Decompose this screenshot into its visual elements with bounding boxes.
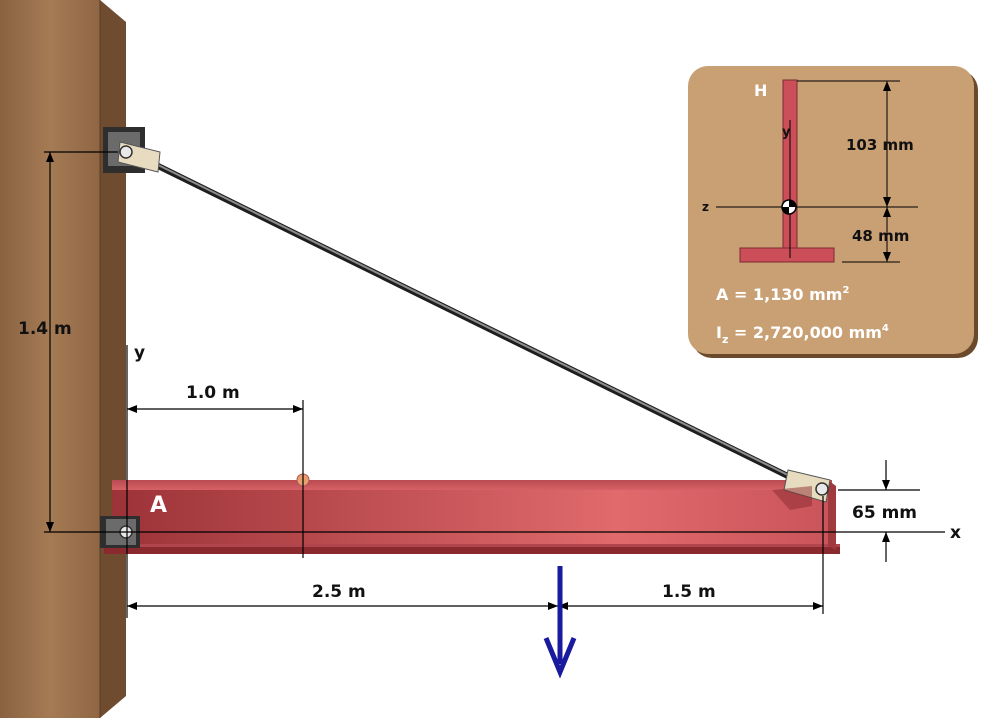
section-top-dim: 103 mm [846, 136, 914, 154]
wall [0, 0, 126, 718]
dim-load-position [127, 400, 304, 558]
dim-load-position-label: 1.0 m [186, 383, 240, 403]
dim-height-label: 1.4 m [18, 319, 72, 339]
section-top-label: H [754, 81, 767, 100]
section-panel [688, 66, 978, 358]
beam [104, 480, 840, 554]
support-a-label: A [150, 493, 167, 518]
section-bottom-dim: 48 mm [852, 227, 909, 245]
dim-span [127, 496, 824, 614]
y-axis-label: y [134, 343, 145, 363]
section-y-label: y [782, 125, 791, 140]
section-z-label: z [702, 200, 709, 214]
dim-offset-label: 65 mm [852, 503, 917, 523]
x-axis-label: x [950, 523, 961, 543]
dim-span-right-label: 1.5 m [662, 582, 716, 602]
cable [117, 141, 831, 510]
section-inertia: Iz = 2,720,000 mm4 [716, 323, 889, 346]
dim-height [44, 151, 118, 532]
dim-offset [838, 460, 920, 562]
load-arrow [543, 566, 577, 679]
section-area: A = 1,130 mm2 [716, 285, 849, 304]
dim-span-left-label: 2.5 m [312, 582, 366, 602]
